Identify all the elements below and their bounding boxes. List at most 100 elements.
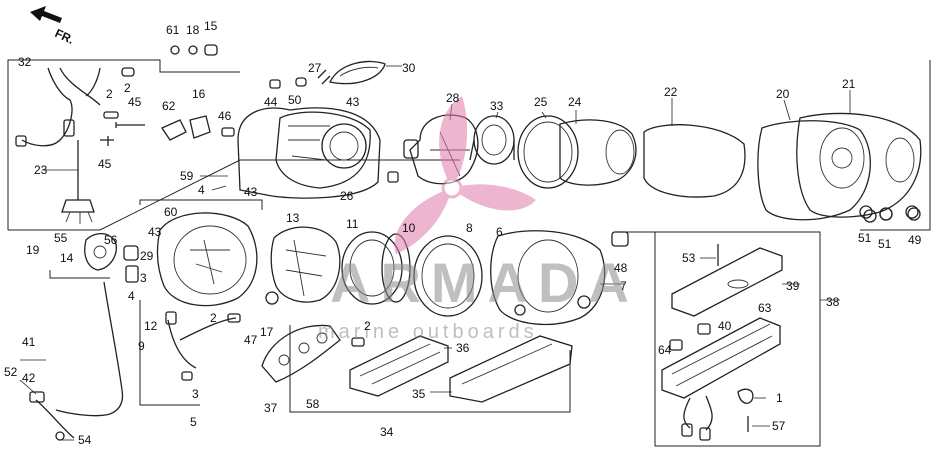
- bezel-ring-25: [517, 115, 579, 189]
- callout-63: 63: [758, 301, 772, 315]
- callout-2-upper: 2: [124, 81, 131, 95]
- callout-28: 28: [446, 91, 460, 105]
- callout-55: 55: [54, 231, 68, 245]
- callout-64: 64: [658, 343, 672, 357]
- callout-43-low: 43: [148, 225, 162, 239]
- bulbs-and-clips: [100, 67, 331, 146]
- callout-3-mid: 3: [140, 271, 147, 285]
- callout-12: 12: [144, 319, 158, 333]
- small-hardware-top: [170, 44, 218, 56]
- callout-24: 24: [568, 95, 582, 109]
- callout-45-mid: 45: [98, 157, 112, 171]
- callout-43-mid: 43: [244, 185, 258, 199]
- front-direction-arrow: FR.: [30, 6, 76, 47]
- callout-26: 26: [340, 189, 354, 203]
- callout-22: 22: [664, 85, 678, 99]
- watermark-logo: [394, 96, 536, 254]
- front-direction-label: FR.: [53, 26, 76, 47]
- socket-cluster-37: [261, 324, 365, 383]
- callout-2-mid: 2: [210, 311, 217, 325]
- circuit-plate-13: [265, 226, 341, 305]
- callout-57: 57: [772, 419, 786, 433]
- watermark-subtitle: marine outboards: [318, 321, 538, 343]
- callout-51-right: 51: [878, 237, 892, 251]
- meter-housing-24: [559, 119, 637, 186]
- callout-10: 10: [402, 221, 416, 235]
- callout-32: 32: [18, 55, 32, 69]
- callout-29: 29: [140, 249, 154, 263]
- speedometer-cable: [55, 281, 241, 417]
- callout-56: 56: [104, 233, 118, 247]
- meter-cover-20: [757, 120, 871, 221]
- callout-48: 48: [614, 261, 628, 275]
- callout-41: 41: [22, 335, 36, 349]
- callout-47: 47: [244, 333, 258, 347]
- assembly-frame-lines: [7, 59, 931, 447]
- callout-2-left: 2: [106, 87, 113, 101]
- meter-case-6: [490, 230, 629, 326]
- callout-38: 38: [826, 295, 840, 309]
- callout-17: 17: [260, 325, 274, 339]
- callout-2-lower: 2: [364, 319, 371, 333]
- callout-4-top: 4: [198, 183, 205, 197]
- callout-23: 23: [34, 163, 48, 177]
- meter-panel-22: [643, 124, 746, 198]
- callout-4-mid: 4: [128, 289, 135, 303]
- callout-49: 49: [908, 233, 922, 247]
- part-callouts: 61 18 15 32 27 30 44 50 43 28 33 25 24 2…: [4, 19, 922, 447]
- callout-8: 8: [466, 221, 473, 235]
- callout-44: 44: [264, 95, 278, 109]
- callout-40: 40: [718, 319, 732, 333]
- callout-35: 35: [412, 387, 426, 401]
- lens-cover-30: [329, 60, 386, 85]
- callout-21: 21: [842, 77, 856, 91]
- callout-11: 11: [346, 217, 359, 231]
- callout-46: 46: [218, 109, 232, 123]
- meter-lens-8: [413, 235, 483, 317]
- callout-53: 53: [682, 251, 696, 265]
- callout-25: 25: [534, 95, 548, 109]
- callout-27: 27: [308, 61, 322, 75]
- callout-37: 37: [264, 401, 278, 415]
- callout-18: 18: [186, 23, 200, 37]
- callout-59: 59: [180, 169, 194, 183]
- meter-ring-11: [341, 231, 403, 305]
- indicator-cover-39: [671, 244, 783, 317]
- callout-43-top: 43: [346, 95, 360, 109]
- callout-9: 9: [138, 339, 145, 353]
- indicator-housing-35: [449, 335, 573, 403]
- callout-5: 5: [190, 415, 197, 429]
- callout-61: 61: [166, 23, 180, 37]
- callout-58: 58: [306, 397, 320, 411]
- callout-45-top: 45: [128, 95, 142, 109]
- callout-13: 13: [286, 211, 300, 225]
- callout-36: 36: [456, 341, 470, 355]
- meter-case-upper-left: [237, 107, 381, 199]
- lower-meter-assembly: [84, 212, 258, 307]
- callout-16: 16: [192, 87, 206, 101]
- watermark: ARMADA marine outboards: [318, 251, 639, 343]
- callout-7: 7: [620, 279, 627, 293]
- callout-50: 50: [288, 93, 302, 107]
- callout-39: 39: [786, 279, 800, 293]
- callout-6: 6: [496, 225, 503, 239]
- callout-30: 30: [402, 61, 416, 75]
- callout-20: 20: [776, 87, 790, 101]
- callout-1: 1: [776, 391, 783, 405]
- callout-42: 42: [22, 371, 36, 385]
- callout-60: 60: [164, 205, 178, 219]
- callout-14: 14: [60, 251, 74, 265]
- callout-34: 34: [380, 425, 394, 439]
- callout-54: 54: [78, 433, 92, 447]
- indicator-housing-36: [349, 335, 449, 397]
- wiring-harness-23: [15, 67, 101, 224]
- watermark-brand: ARMADA: [330, 251, 639, 314]
- meter-ring-10: [381, 233, 411, 303]
- callout-51-left: 51: [858, 231, 872, 245]
- callout-3-low: 3: [192, 387, 199, 401]
- callout-62: 62: [162, 99, 176, 113]
- callout-33: 33: [490, 99, 504, 113]
- gauge-housing-33: [469, 115, 515, 165]
- callout-52: 52: [4, 365, 18, 379]
